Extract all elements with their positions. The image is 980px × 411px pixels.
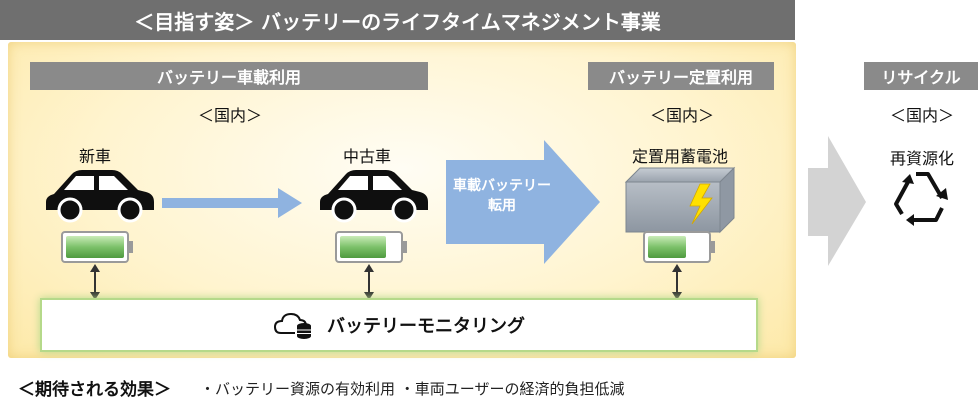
car-icon-used: [320, 170, 428, 223]
link-arrow-new: [90, 264, 100, 300]
transfer-arrow-line1: 車載バッテリー: [453, 178, 551, 194]
effects-items: ・バッテリー資源の有効利用 ・車両ユーザーの経済的負担低減: [200, 380, 625, 398]
section-onboard: バッテリー車載利用: [30, 62, 428, 90]
section-stationary: バッテリー定置利用: [588, 62, 774, 90]
section-recycle: リサイクル: [864, 62, 978, 90]
domestic-label-onboard: ＜国内＞: [197, 106, 262, 125]
recycle-icon: [894, 172, 948, 226]
arrow-to-recycle: [808, 136, 866, 266]
link-arrow-storage: [672, 264, 682, 300]
monitoring-box: バッテリーモニタリング: [40, 298, 758, 352]
transfer-arrow-label: 車載バッテリー 転用: [446, 176, 558, 216]
label-recycle-node: 再資源化: [889, 149, 954, 168]
cloud-database-icon: [273, 312, 311, 339]
link-arrow-used: [364, 264, 374, 300]
battery-icon-used: [335, 231, 407, 263]
storage-box-icon: [624, 166, 736, 234]
battery-icon-storage: [643, 231, 715, 263]
lightning-icon: [689, 183, 713, 225]
car-icon-new: [46, 170, 154, 223]
label-used-car: 中古車: [342, 147, 391, 166]
battery-icon-new: [61, 231, 133, 263]
label-new-car: 新車: [78, 147, 111, 166]
domestic-label-recycle: ＜国内＞: [889, 106, 954, 125]
effects-heading: ＜期待される効果＞: [18, 380, 171, 400]
arrow-battery-transfer: [446, 140, 600, 264]
transfer-arrow-line2: 転用: [488, 198, 516, 214]
domestic-label-stationary: ＜国内＞: [649, 106, 714, 125]
label-stationary-storage: 定置用蓄電池: [631, 147, 728, 166]
monitoring-label: バッテリーモニタリング: [327, 316, 525, 337]
page-title: ＜目指す姿＞ バッテリーのライフタイムマネジメント事業: [0, 0, 795, 40]
arrow-new-to-used: [162, 188, 302, 218]
